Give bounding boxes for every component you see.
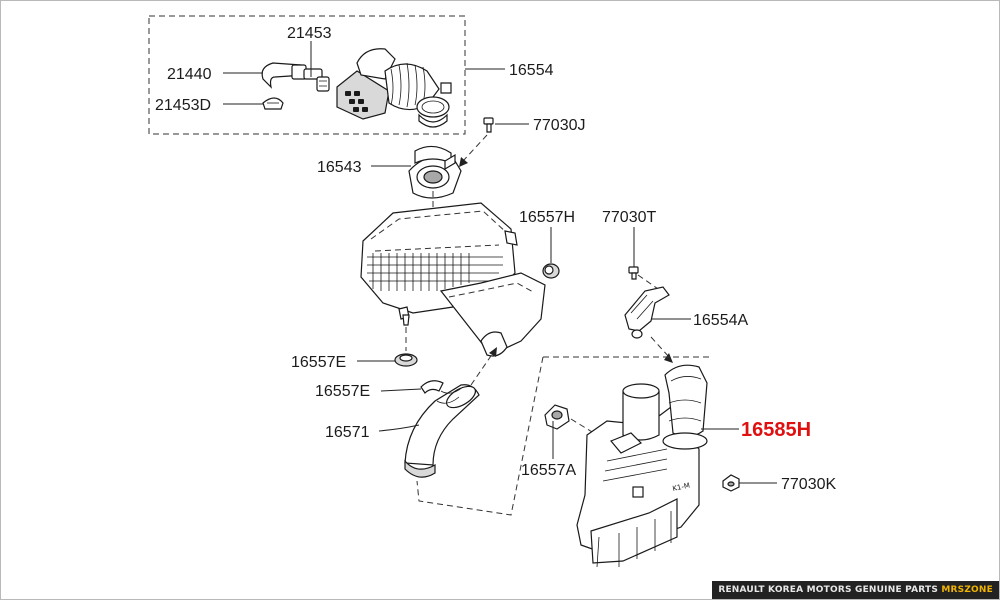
- guide-line-16571: [470, 352, 494, 386]
- part-label-16557h: 16557H: [519, 209, 575, 226]
- watermark-banner: RENAULT KOREA MOTORS GENUINE PARTS MRSZO…: [712, 581, 999, 599]
- grommet-16557h-drawing: [542, 263, 560, 279]
- intake-16554-drawing: [336, 48, 452, 128]
- watermark-brand: MRSZONE: [941, 585, 993, 595]
- part-label-16571: 16571: [325, 424, 370, 441]
- screw-77030j-drawing: [483, 117, 494, 133]
- part-label-77030k: 77030K: [781, 476, 836, 493]
- hose-21440-drawing: [261, 62, 323, 89]
- arrowhead-77030j: [459, 157, 468, 167]
- leader-16557e-lower: [380, 388, 422, 392]
- part-label-21453: 21453: [287, 25, 332, 42]
- part-label-77030j: 77030J: [533, 117, 586, 134]
- arrowhead-16571: [489, 347, 497, 357]
- guide-arrow-16554a: [650, 336, 670, 358]
- part-label-16557a: 16557A: [521, 462, 576, 479]
- lower-assembly-box: [416, 356, 711, 516]
- air-cleaner-drawing: [360, 202, 546, 357]
- part-label-21453d: 21453D: [155, 97, 211, 114]
- part-label-16557e-lower: 16557E: [315, 383, 370, 400]
- clip-21453-drawing: [316, 76, 330, 92]
- part-label-16543: 16543: [317, 159, 362, 176]
- watermark-text: RENAULT KOREA MOTORS GENUINE PARTS: [718, 585, 939, 595]
- clip-21453d-drawing: [262, 97, 284, 110]
- grommet-16557e-lower-drawing: [420, 380, 444, 394]
- part-label-16554: 16554: [509, 62, 554, 79]
- nut-77030k-drawing: [722, 474, 740, 492]
- grommet-16557e-upper-drawing: [394, 314, 418, 367]
- part-label-16585h: 16585H: [741, 419, 811, 441]
- resonator-16585h-drawing: K1-M: [576, 364, 708, 568]
- svg-text:K1-M: K1-M: [672, 481, 691, 492]
- assembly-group-box: [148, 15, 466, 135]
- part-label-16557e-upper: 16557E: [291, 354, 346, 371]
- guide-arrow-77030j: [462, 134, 488, 162]
- duct-16571-drawing: [404, 384, 480, 478]
- part-label-16554a: 16554A: [693, 312, 748, 329]
- part-label-21440: 21440: [167, 66, 212, 83]
- sensor-16557a-drawing: [544, 404, 570, 430]
- arrowhead-16554a: [664, 353, 673, 363]
- leader-16571: [378, 424, 420, 432]
- bracket-16554a-drawing: [624, 286, 670, 339]
- screw-77030t-drawing: [628, 266, 639, 280]
- sensor-16543-drawing: [408, 145, 462, 199]
- part-label-77030t: 77030T: [602, 209, 656, 226]
